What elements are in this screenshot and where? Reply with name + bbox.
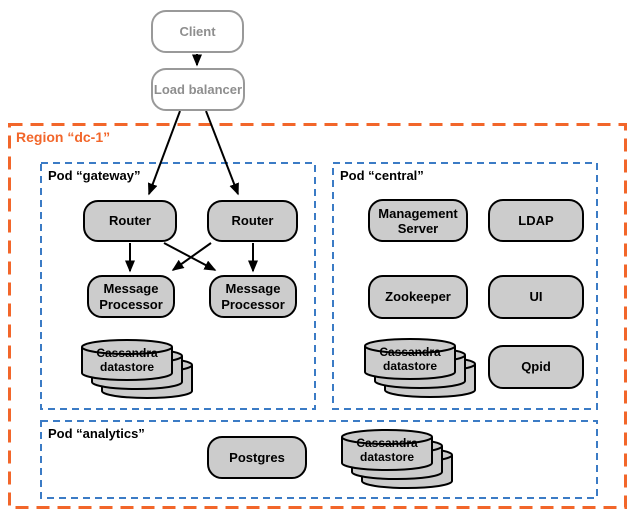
analytics-cassandra-datastore: Cassandra datastore	[341, 429, 453, 490]
router2-label: Router	[231, 213, 274, 228]
pod-gateway-label: Pod “gateway”	[48, 168, 141, 183]
zookeeper-label: Zookeeper	[385, 289, 451, 304]
message-processor1-line1: Message	[103, 280, 159, 296]
arrow-loadbalancer-to-router1	[147, 110, 181, 196]
arrow-router2-to-mp1	[171, 242, 212, 271]
ui-label: UI	[529, 289, 543, 304]
analytics-cassandra-line2: datastore	[359, 450, 415, 464]
qpid-label: Qpid	[521, 359, 551, 374]
gateway-cassandra-line1: Cassandra	[96, 346, 158, 360]
qpid-node: Qpid	[488, 345, 584, 389]
router2-node: Router	[207, 200, 298, 242]
message-processor1-line2: Processor	[99, 296, 163, 312]
message-processor2-node: Message Processor	[209, 275, 297, 318]
message-processor2-line2: Processor	[221, 296, 285, 312]
gateway-cassandra-line2: datastore	[99, 360, 155, 374]
zookeeper-node: Zookeeper	[368, 275, 468, 319]
router1-label: Router	[109, 213, 151, 228]
gateway-cassandra-datastore: Cassandra datastore	[81, 339, 193, 400]
management-server-line1: Management	[378, 205, 458, 221]
arrow-loadbalancer-to-router2	[205, 110, 239, 196]
client-label: Client	[179, 23, 216, 39]
central-cassandra-line1: Cassandra	[379, 345, 441, 359]
message-processor1-node: Message Processor	[87, 275, 175, 318]
management-server-line2: Server	[397, 220, 439, 236]
load-balancer-node: Load balancer	[151, 68, 245, 111]
client-node: Client	[151, 10, 244, 53]
message-processor2-line1: Message	[225, 280, 281, 296]
ldap-node: LDAP	[488, 199, 584, 242]
pod-analytics-label: Pod “analytics”	[48, 426, 145, 441]
postgres-label: Postgres	[229, 449, 285, 465]
router1-node: Router	[83, 200, 177, 242]
ldap-label: LDAP	[518, 212, 554, 228]
arrow-router1-to-mp2	[163, 242, 217, 271]
management-server-node: Management Server	[368, 199, 468, 242]
pod-central-label: Pod “central”	[340, 168, 424, 183]
load-balancer-label: Load balancer	[153, 81, 243, 97]
central-cassandra-datastore: Cassandra datastore	[364, 338, 476, 399]
analytics-cassandra-line1: Cassandra	[356, 436, 418, 450]
postgres-node: Postgres	[207, 436, 307, 479]
central-cassandra-line2: datastore	[382, 359, 438, 373]
region-dc1-label: Region “dc-1”	[16, 129, 111, 145]
ui-node: UI	[488, 275, 584, 319]
